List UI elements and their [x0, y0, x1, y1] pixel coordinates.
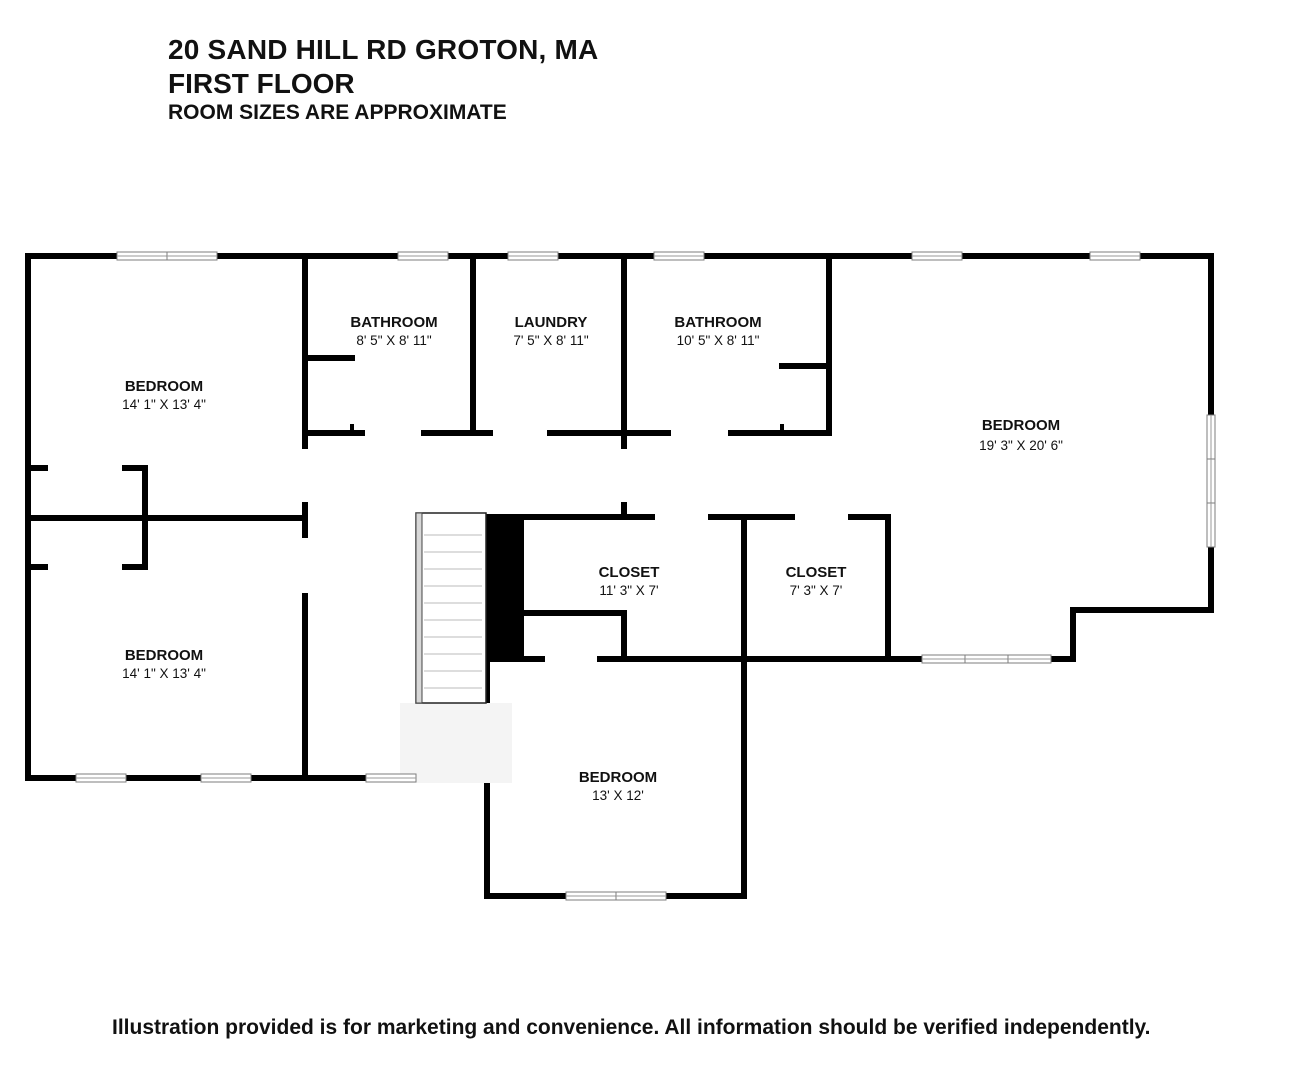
room-name: BEDROOM — [125, 378, 203, 395]
floor-plan: BEDROOM 14' 1" X 13' 4" BATHROOM 8' 5" X… — [25, 251, 1216, 901]
room-closet-1: CLOSET 11' 3" X 7' — [599, 564, 660, 598]
property-address: 20 SAND HILL RD GROTON, MA — [168, 34, 599, 65]
room-bedroom-bottom-left: BEDROOM 14' 1" X 13' 4" — [122, 647, 206, 681]
room-name: BATHROOM — [350, 314, 437, 331]
room-bedroom-top-left: BEDROOM 14' 1" X 13' 4" — [122, 378, 206, 412]
room-bathroom-2: BATHROOM 10' 5" X 8' 11" — [674, 314, 761, 348]
room-bathroom-1: BATHROOM 8' 5" X 8' 11" — [350, 314, 437, 348]
windows — [75, 251, 1216, 901]
approximate-note: ROOM SIZES ARE APPROXIMATE — [168, 101, 507, 124]
room-bedroom-bottom: BEDROOM 13' X 12' — [579, 769, 657, 803]
room-dims: 8' 5" X 8' 11" — [356, 333, 431, 348]
room-dims: 7' 5" X 8' 11" — [513, 333, 588, 348]
room-dims: 10' 5" X 8' 11" — [677, 333, 760, 348]
staircase — [400, 512, 524, 783]
disclaimer-text: Illustration provided is for marketing a… — [112, 1016, 1151, 1039]
room-name: LAUNDRY — [515, 314, 588, 331]
room-dims: 14' 1" X 13' 4" — [122, 397, 206, 412]
room-name: BEDROOM — [982, 417, 1060, 434]
room-dims: 7' 3" X 7' — [790, 583, 843, 598]
room-dims: 19' 3" X 20' 6" — [979, 438, 1063, 453]
room-dims: 14' 1" X 13' 4" — [122, 666, 206, 681]
floor-label: FIRST FLOOR — [168, 68, 355, 99]
room-name: CLOSET — [786, 564, 847, 581]
room-dims: 11' 3" X 7' — [599, 583, 658, 598]
room-bedroom-right: BEDROOM 19' 3" X 20' 6" — [979, 417, 1063, 453]
room-laundry: LAUNDRY 7' 5" X 8' 11" — [513, 314, 588, 348]
room-name: BEDROOM — [579, 769, 657, 786]
room-name: CLOSET — [599, 564, 660, 581]
room-name: BEDROOM — [125, 647, 203, 664]
room-name: BATHROOM — [674, 314, 761, 331]
room-dims: 13' X 12' — [592, 788, 644, 803]
room-closet-2: CLOSET 7' 3" X 7' — [786, 564, 847, 598]
